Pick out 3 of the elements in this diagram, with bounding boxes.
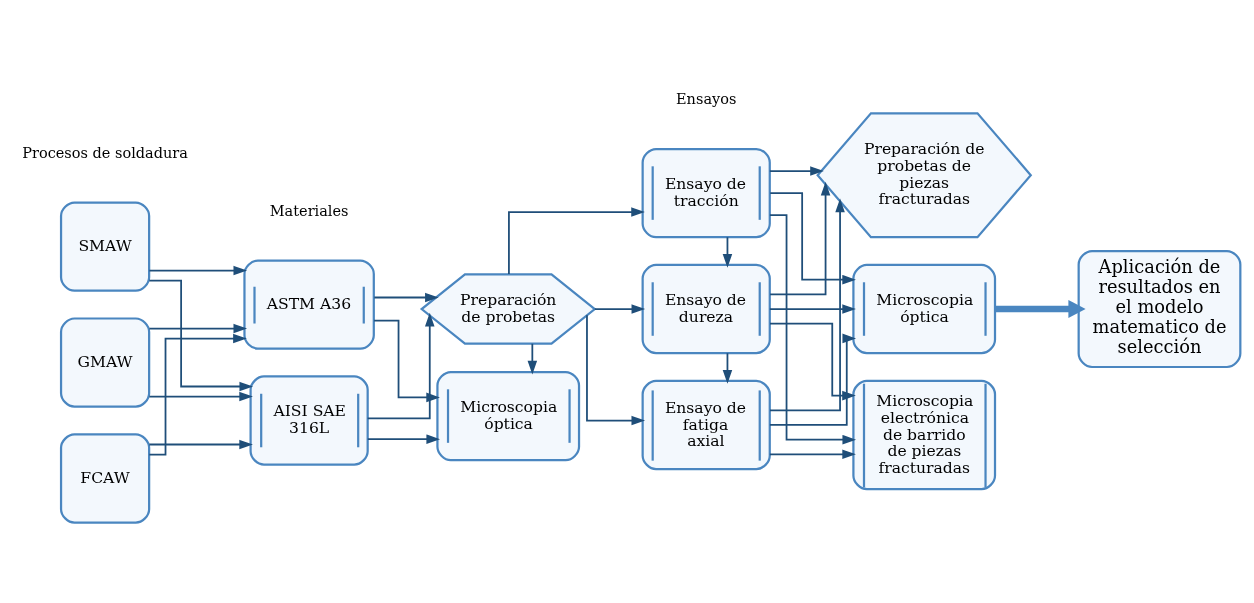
label: Procesos de soldadura (22, 144, 188, 161)
label: Materiales (269, 202, 349, 219)
label: Ensayos (676, 91, 737, 108)
